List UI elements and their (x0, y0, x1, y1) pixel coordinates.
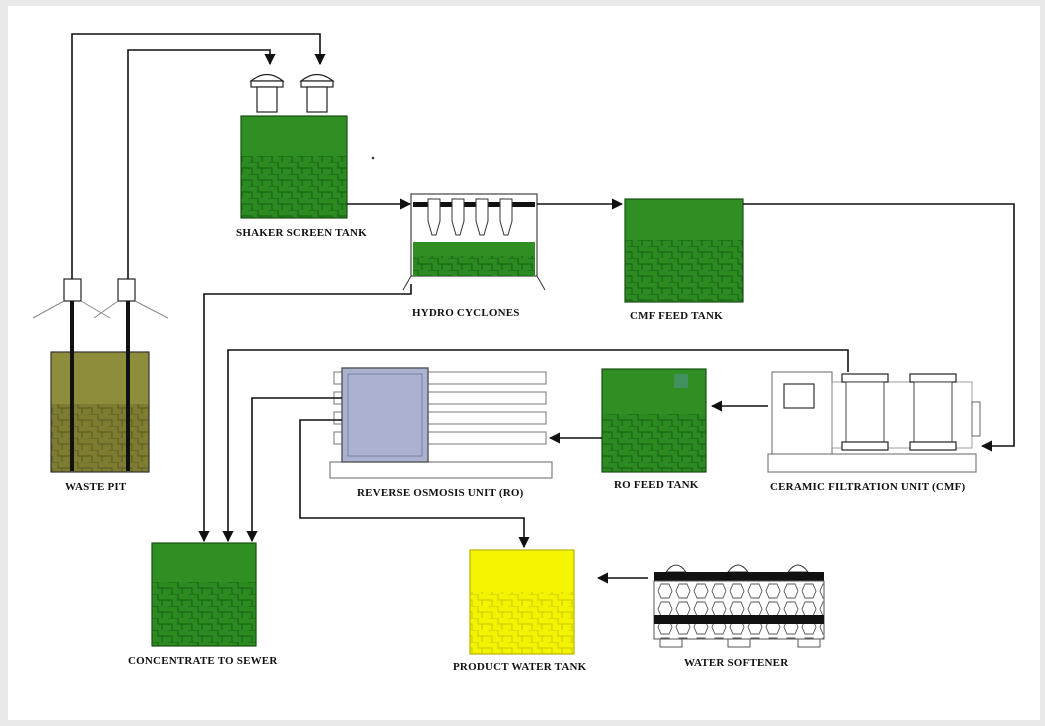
hydro-manifold (413, 202, 535, 207)
waste-pit-pump-left (32, 278, 111, 471)
pipe-hydro-to-sewer (198, 284, 412, 543)
ro-feed-liquid (602, 369, 706, 419)
cyclone-cones (427, 198, 513, 236)
sewer-tank-liquid (152, 543, 256, 587)
hydro-tray-liquid (413, 242, 535, 256)
pipe-cmf-to-sewer (222, 349, 849, 543)
cmf-feed-tank: CMF FEED TANK (624, 198, 744, 322)
cmf-module-2 (909, 373, 957, 451)
waste-pit: WASTE PIT (32, 278, 169, 493)
ro-membrane-housing (341, 367, 429, 463)
water-softener: WATER SOFTENER (653, 564, 825, 669)
label-ceramic-filtration-unit: CERAMIC FILTRATION UNIT (CMF) (770, 481, 965, 493)
pipe-cmf-feed-to-cmf-unit (743, 203, 1015, 452)
pipe-pit-to-shaker-left (127, 49, 276, 279)
shaker-screen-right (299, 73, 335, 113)
cmf-feed-liquid (625, 199, 743, 245)
product-water-tank: PRODUCT WATER TANK (453, 549, 587, 673)
softener-top-header (654, 572, 824, 581)
sewer-tank-sediment (152, 582, 256, 646)
hydro-tray-sediment (413, 256, 535, 276)
diagram-canvas: WASTE PIT SHAKER SCREEN TANK (32, 33, 1015, 673)
softener-feet (659, 638, 821, 648)
shaker-screen-left (249, 73, 285, 113)
label-water-softener: WATER SOFTENER (684, 657, 789, 669)
cmf-feed-sediment (625, 240, 743, 302)
ro-feed-tank: RO FEED TANK (601, 368, 707, 491)
pipe-pit-to-shaker-right (71, 33, 326, 279)
waste-pit-pump-right (93, 278, 169, 471)
softener-resin-bed (653, 580, 825, 640)
product-tank-bottom (470, 592, 574, 654)
label-waste-pit: WASTE PIT (65, 481, 127, 493)
label-reverse-osmosis-unit: REVERSE OSMOSIS UNIT (RO) (357, 487, 524, 499)
hydro-cyclones: HYDRO CYCLONES (402, 193, 546, 319)
shaker-screen-tank: SHAKER SCREEN TANK (236, 73, 367, 239)
waste-pit-sediment (51, 404, 149, 472)
label-cmf-feed-tank: CMF FEED TANK (630, 310, 723, 322)
label-concentrate-to-sewer: CONCENTRATE TO SEWER (128, 655, 278, 667)
ceramic-filtration-unit: CERAMIC FILTRATION UNIT (CMF) (767, 371, 981, 493)
pipe-ro-to-product (299, 419, 530, 549)
softener-bottom-header (654, 615, 824, 624)
ro-skid-base (329, 461, 553, 479)
cmf-skid-base (767, 453, 977, 473)
ro-feed-sediment (602, 414, 706, 472)
product-tank-water (470, 550, 574, 594)
concentrate-to-sewer-tank: CONCENTRATE TO SEWER (128, 542, 278, 667)
reverse-osmosis-unit: REVERSE OSMOSIS UNIT (RO) (329, 367, 553, 499)
shaker-tank-sediment (241, 156, 347, 218)
cmf-panel-screen (783, 383, 815, 409)
label-product-water-tank: PRODUCT WATER TANK (453, 661, 587, 673)
label-hydro-cyclones: HYDRO CYCLONES (412, 307, 520, 319)
stray-dot (371, 156, 375, 160)
label-ro-feed-tank: RO FEED TANK (614, 479, 699, 491)
label-shaker-screen-tank: SHAKER SCREEN TANK (236, 227, 367, 239)
softener-domes (665, 564, 809, 573)
process-flow-diagram: WASTE PIT SHAKER SCREEN TANK (8, 6, 1040, 720)
pipe-ro-to-sewer (246, 397, 342, 543)
cmf-module-1 (841, 373, 889, 451)
